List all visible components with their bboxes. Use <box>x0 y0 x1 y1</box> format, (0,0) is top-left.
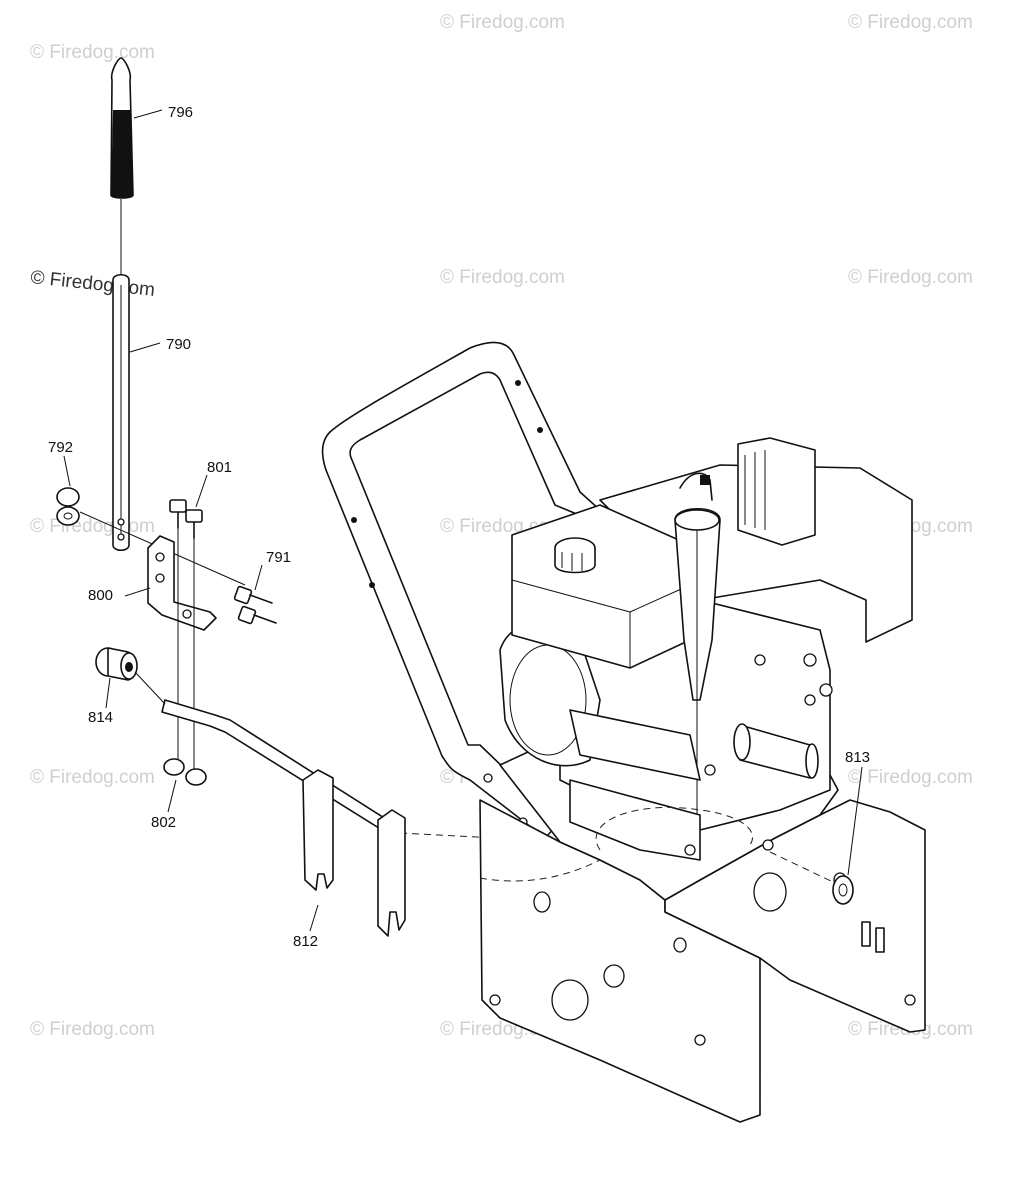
plate-hole <box>904 994 916 1006</box>
callout-792: 792 <box>48 439 73 456</box>
plate-hole <box>673 937 687 953</box>
bracket-hole <box>155 552 165 562</box>
watermark: © Firedog.com <box>30 42 155 63</box>
engine-mount-rail <box>569 709 701 781</box>
watermark: © Firedog.com <box>30 516 155 537</box>
plate-hole <box>694 1034 706 1046</box>
rod-hole <box>117 533 125 541</box>
engine-bolt <box>819 683 833 697</box>
engine-bolt <box>804 694 816 706</box>
plate-hole <box>533 891 551 913</box>
callout-790: 790 <box>166 336 191 353</box>
watermark: © Firedog.com <box>440 12 565 33</box>
watermark: © Firedog.com <box>30 767 155 788</box>
plate-hole <box>551 979 589 1021</box>
plate-hole <box>603 964 625 988</box>
retainer-813 <box>769 851 854 905</box>
watermark: © Firedog.com <box>848 12 973 33</box>
bolts-791 <box>233 585 277 625</box>
plate-hole <box>489 994 501 1006</box>
oil-cap <box>674 509 720 531</box>
engine-base-block <box>569 779 701 861</box>
handle-tube <box>321 341 601 839</box>
frame-hole <box>483 773 493 783</box>
spark-plug-boot <box>700 475 710 485</box>
bracket-800 <box>147 535 217 631</box>
callout-800: 800 <box>88 587 113 604</box>
watermark: © Firedog.com <box>848 767 973 788</box>
watermark: © Firedog.com <box>30 1019 155 1040</box>
engine-bolt <box>754 654 766 666</box>
frame-hole <box>369 582 375 588</box>
plate-hole <box>753 872 787 912</box>
shift-fork-812 <box>302 769 334 891</box>
leader-lines <box>63 109 863 932</box>
plate-slot <box>861 921 871 947</box>
rod-hole <box>117 518 125 526</box>
fuel-cap <box>554 537 596 574</box>
bracket-hole <box>182 609 192 619</box>
output-shaft <box>733 723 819 779</box>
shift-lever-assembly <box>56 57 691 937</box>
shaft-axis <box>134 671 166 705</box>
callout-802: 802 <box>151 814 176 831</box>
bolts-801 <box>169 499 203 770</box>
nut-792 <box>56 487 80 526</box>
callout-812: 812 <box>293 933 318 950</box>
frame-hole <box>515 380 521 386</box>
reference-dash <box>479 859 601 882</box>
muffler-box <box>737 437 816 546</box>
watermark: © Firedog.com <box>440 267 565 288</box>
callout-813: 813 <box>845 749 870 766</box>
engine-bolt <box>704 764 716 776</box>
frame-hole <box>537 427 543 433</box>
nuts-802 <box>163 758 207 786</box>
callout-796: 796 <box>168 104 193 121</box>
callout-801: 801 <box>207 459 232 476</box>
engine <box>479 437 913 882</box>
engine-bolt <box>803 653 817 667</box>
watermark: © Firedog.com <box>848 267 973 288</box>
bushing-814 <box>95 647 138 681</box>
shift-fork-812 <box>377 809 406 937</box>
base-bolt <box>684 844 696 856</box>
plate-slot <box>875 927 885 953</box>
callout-814: 814 <box>88 709 113 726</box>
reference-dash <box>595 806 753 851</box>
bracket-hole <box>155 573 165 583</box>
watermark-dark: © Firedog.com <box>29 267 155 301</box>
callout-791: 791 <box>266 549 291 566</box>
base-bolt <box>762 839 774 851</box>
frame-hole <box>351 517 357 523</box>
callout-labels: 796 790 792 801 791 800 814 802 812 813 <box>48 104 870 950</box>
knob-grip <box>111 110 133 198</box>
